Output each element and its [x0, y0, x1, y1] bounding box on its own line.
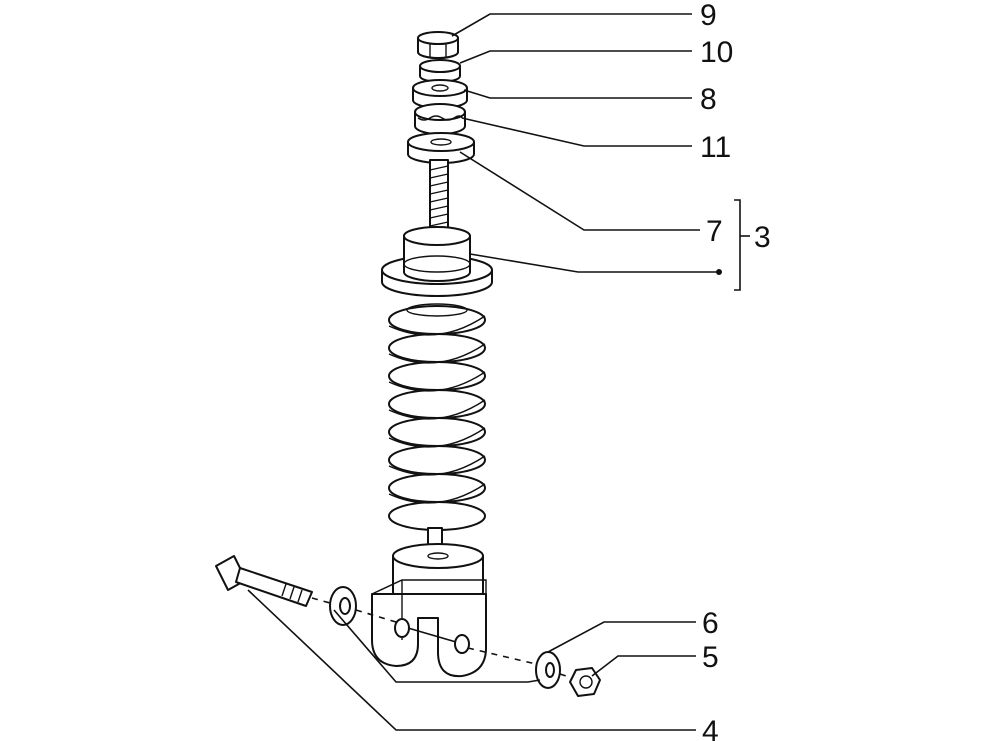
- spring-seat-part: [381, 226, 493, 297]
- washer-left-part: [329, 586, 357, 626]
- callout-5: 5: [702, 641, 719, 674]
- callout-9: 9: [700, 0, 717, 32]
- callout-3: 3: [754, 221, 771, 254]
- callout-7: 7: [706, 215, 723, 248]
- nut-9-part: [417, 31, 459, 59]
- bolt-4-part: [215, 555, 313, 607]
- leader-lines: [247, 13, 750, 731]
- washer-10-part: [419, 59, 461, 83]
- assembly-axis-lines: [311, 597, 573, 679]
- coil-spring-part: [388, 303, 486, 531]
- callout-6: 6: [702, 607, 719, 640]
- callout-labels: 9 10 8 11 7 3 6 5 4: [700, 0, 771, 741]
- callout-8: 8: [700, 83, 717, 116]
- washer-6-part: [535, 651, 561, 689]
- bushing-11-part: [414, 103, 466, 135]
- callout-10: 10: [700, 36, 733, 69]
- nut-5-part: [569, 667, 601, 697]
- cup-7-part: [407, 132, 475, 164]
- callout-4: 4: [702, 715, 719, 741]
- callout-11: 11: [700, 131, 731, 164]
- lower-clevis-part: [371, 579, 487, 678]
- damper-body-part: [392, 527, 484, 605]
- bracket-dot: [716, 269, 722, 275]
